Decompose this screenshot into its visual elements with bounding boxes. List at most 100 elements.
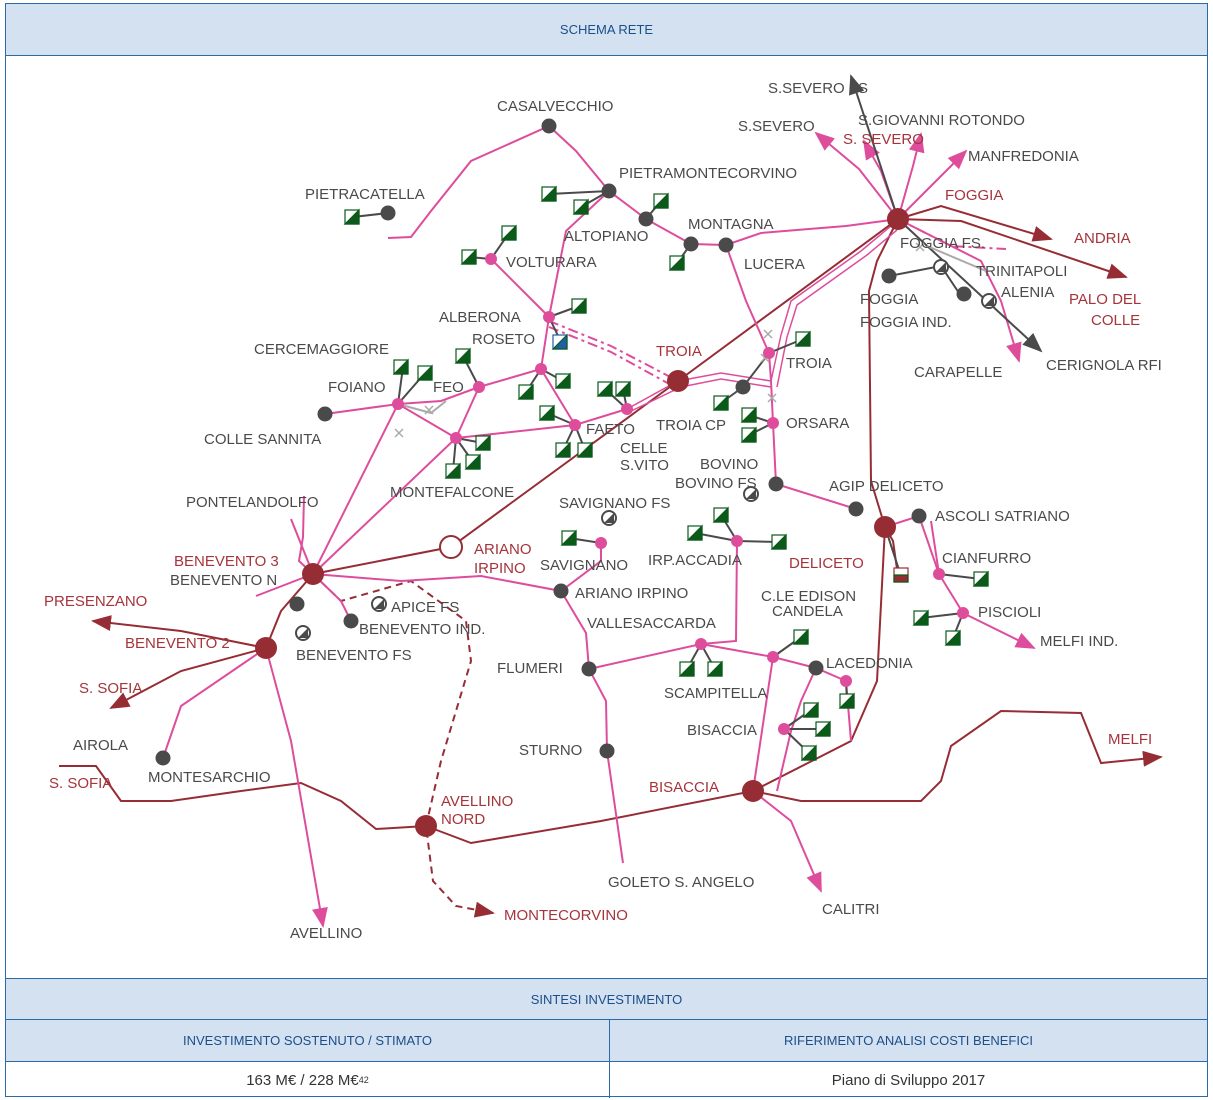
substation-other <box>768 476 784 492</box>
label-montefalcone: MONTEFALCONE <box>390 484 514 501</box>
railway-station-fill <box>746 489 756 499</box>
wind-plant-fill <box>740 406 757 423</box>
wind-plant-fill <box>944 629 961 646</box>
line-benevento3-foggia <box>312 218 899 575</box>
label-casalvecchio: CASALVECCHIO <box>497 98 613 115</box>
label-bovino-fs: BOVINO FS <box>675 475 757 492</box>
line-foggia-andria <box>897 204 1053 242</box>
label-airola: AIROLA <box>73 737 128 754</box>
label-cianfurro: CIANFURRO <box>942 550 1031 567</box>
wind-plant-fill <box>460 248 477 265</box>
label-irp-accadia: IRP.ACCADIA <box>648 552 742 569</box>
label-celle: CELLE <box>620 440 668 457</box>
label-piscioli: PISCIOLI <box>978 604 1041 621</box>
label-benevento-ind: BENEVENTO IND. <box>359 621 485 638</box>
label-alenia: ALENIA <box>1001 284 1054 301</box>
wind-plant-fill <box>343 208 360 225</box>
investment-cost-header: INVESTIMENTO SOSTENUTO / STIMATO <box>6 1020 610 1062</box>
label-agip-deliceto: AGIP DELICETO <box>829 478 944 495</box>
wind-plant-icon <box>686 524 703 541</box>
label-foggia-ind: FOGGIA IND. <box>860 314 952 331</box>
label-bisaccia-grey: BISACCIA <box>687 722 757 739</box>
wind-plant-icon <box>500 224 517 241</box>
wind-plant-fill <box>416 364 433 381</box>
label-benevento-n: BENEVENTO N <box>170 572 277 589</box>
substation-150kv <box>695 638 707 650</box>
wind-plant-icon <box>712 506 729 523</box>
label-colle: COLLE <box>1091 312 1140 329</box>
wind-plant-icon <box>802 701 819 718</box>
label-ariano: ARIANO <box>474 541 532 558</box>
railway-station-fill <box>604 513 614 523</box>
wind-plant-fill <box>668 254 685 271</box>
network-map: S.SEVERO FS CASALVECCHIO S.SEVERO S.GIOV… <box>44 74 1163 942</box>
label-ariano-irpino: ARIANO IRPINO <box>575 585 688 602</box>
wind-plant-icon <box>800 744 817 761</box>
wind-plant-fill <box>454 347 471 364</box>
label-bovino: BOVINO <box>700 456 758 473</box>
substation-other <box>343 613 359 629</box>
label-melfi-ind: MELFI IND. <box>1040 633 1118 650</box>
label-benevento-3: BENEVENTO 3 <box>174 553 279 570</box>
label-cercemaggiore: CERCEMAGGIORE <box>254 341 389 358</box>
investment-summary-header: SINTESI INVESTIMENTO <box>6 978 1207 1020</box>
line-benevento2-s-sofia <box>109 647 267 709</box>
investment-summary-title: SINTESI INVESTIMENTO <box>530 991 683 1007</box>
substation-planned <box>439 535 463 559</box>
railway-station <box>295 625 311 641</box>
substation-150kv <box>767 651 779 663</box>
substation-other <box>718 237 734 253</box>
wind-plant-icon <box>740 426 757 443</box>
substation-150kv <box>569 419 581 431</box>
solar-plant-fill <box>551 333 568 350</box>
railway-station <box>933 259 949 275</box>
label-irpino: IRPINO <box>474 560 526 577</box>
label-s-severo: S.SEVERO <box>738 118 815 135</box>
label-benevento-fs: BENEVENTO FS <box>296 647 412 664</box>
investment-cost-text: 163 M€ / 228 M€ <box>246 1071 359 1089</box>
wind-plant-fill <box>614 380 631 397</box>
label-montecorvino: MONTECORVINO <box>504 907 628 924</box>
substation-150kv <box>535 363 547 375</box>
wind-plant-fill <box>712 394 729 411</box>
label-s-giovanni-rotondo: S.GIOVANNI ROTONDO <box>858 112 1025 129</box>
wind-plant-icon <box>392 358 409 375</box>
railway-station <box>601 510 617 526</box>
label-pietracatella: PIETRACATELLA <box>305 186 425 203</box>
label-foggia-fs: FOGGIA FS. <box>900 235 985 252</box>
label-pontelandolfo: PONTELANDOLFO <box>186 494 319 511</box>
solar-plant-icon <box>551 333 568 350</box>
wind-plant-fill <box>572 198 589 215</box>
railway-station-fill <box>298 628 308 638</box>
substation-150kv <box>763 347 775 359</box>
thermal-plant-fill <box>893 574 909 583</box>
label-scampitella: SCAMPITELLA <box>664 685 767 702</box>
wind-plant-icon <box>572 198 589 215</box>
wind-plant-fill <box>652 192 669 209</box>
substation-380kv <box>887 208 909 230</box>
lines-380kv-planned <box>312 573 495 918</box>
wind-plant-fill <box>712 506 729 523</box>
lines-150kv <box>162 124 1036 928</box>
label-cerignola-rfi: CERIGNOLA RFI <box>1046 357 1162 374</box>
substation-other <box>541 118 557 134</box>
wind-plant-fill <box>770 533 787 550</box>
substation-380kv <box>742 780 764 802</box>
substation-other <box>735 379 751 395</box>
wind-plant-fill <box>912 609 929 626</box>
label-foiano: FOIANO <box>328 379 386 396</box>
wind-plant-fill <box>500 224 517 241</box>
wind-plant-icon <box>554 372 571 389</box>
wind-plant-fill <box>474 434 491 451</box>
wind-plant-icon <box>444 462 461 479</box>
wind-plant-fill <box>596 380 613 397</box>
label-avellino-nord-1: AVELLINO <box>441 793 513 810</box>
wind-plant-fill <box>444 462 461 479</box>
substation-150kv <box>473 381 485 393</box>
investment-cost-value: 163 M€ / 228 M€42 <box>6 1062 610 1098</box>
wind-plant-icon <box>596 380 613 397</box>
wind-plant-icon <box>416 364 433 381</box>
substation-other <box>683 236 699 252</box>
label-cle-edison: C.LE EDISON <box>761 588 856 605</box>
substation-other <box>848 501 864 517</box>
